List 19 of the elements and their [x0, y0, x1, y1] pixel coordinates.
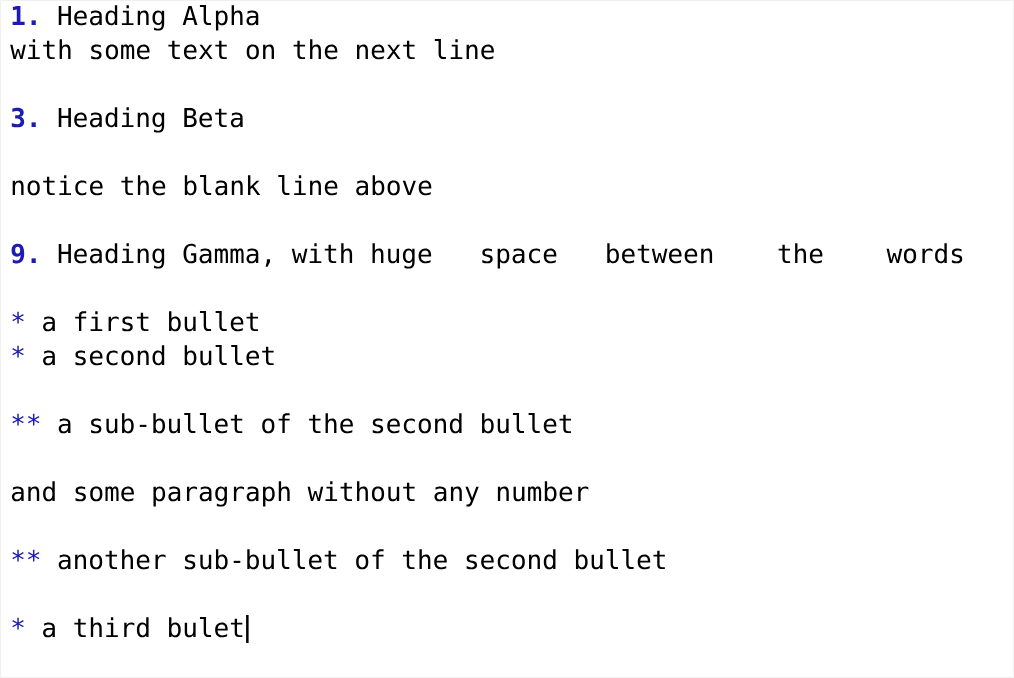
- list-number: 9.: [11, 243, 36, 264]
- text-line: Heading Gamma, with huge space between the words: [58, 243, 963, 269]
- bullet-marker: **: [12, 413, 40, 426]
- text-line: Heading Beta: [58, 107, 243, 133]
- bullet-marker: *: [12, 617, 24, 630]
- bullet-marker: *: [12, 345, 24, 358]
- bullet-marker: **: [12, 549, 40, 562]
- text-line: and some paragraph without any number: [11, 481, 589, 507]
- text-line: a first bullet: [43, 311, 258, 332]
- text-line: a third bulet: [43, 617, 243, 638]
- list-number: 3.: [11, 107, 36, 128]
- text-line: Heading Alpha: [58, 5, 259, 31]
- text-line: with some text on the next line: [10, 39, 494, 60]
- text-line: a second bullet: [43, 345, 274, 366]
- list-number: 1.: [12, 6, 36, 25]
- text-line: notice the blank line above: [12, 175, 432, 196]
- text-line: another sub-bullet of the second bullet: [58, 549, 665, 570]
- text-line: a sub-bullet of the second bullet: [58, 413, 571, 434]
- bullet-marker: *: [12, 311, 24, 324]
